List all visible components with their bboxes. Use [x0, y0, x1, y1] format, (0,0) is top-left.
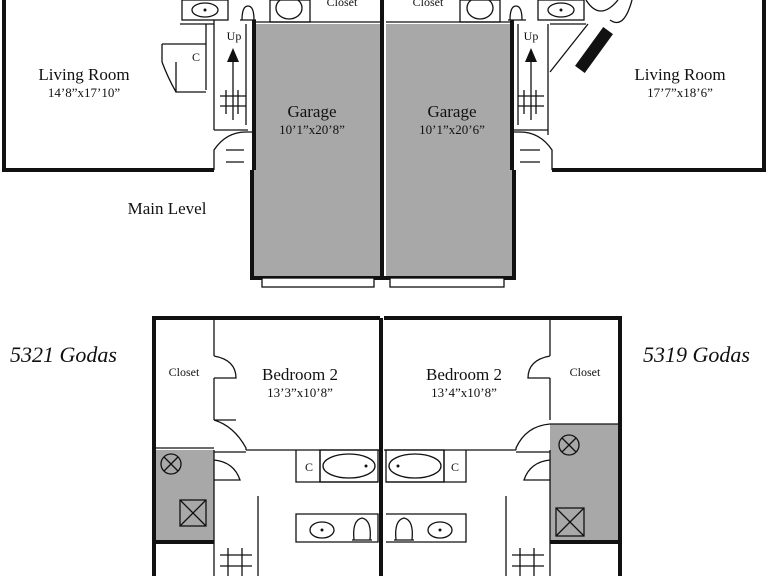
- upper-left-outer-walls: [152, 316, 380, 576]
- garage-door-left: [261, 277, 375, 288]
- upper-right-bedroom-name: Bedroom 2: [426, 365, 502, 384]
- upper-left-tub: [319, 449, 379, 483]
- upper-left-tub-drain: [364, 464, 368, 468]
- garage-left-dims: 10’1”x20’8”: [279, 122, 345, 137]
- garage-left-name: Garage: [287, 102, 336, 121]
- upper-right-closet-walls: [527, 318, 620, 425]
- left-stair-tread-marks: [220, 90, 246, 114]
- left-top-tub-basin: [275, 0, 303, 20]
- right-top-sink: [537, 0, 585, 21]
- left-small-closet-label: C: [192, 50, 200, 64]
- upper-right-bath-c-label: C: [451, 460, 459, 474]
- right-fireplace-hearth: [549, 23, 589, 73]
- upper-left-bedroom-dims: 13’3”x10’8”: [267, 385, 333, 400]
- garage-right-name: Garage: [427, 102, 476, 121]
- left-small-closet: [161, 43, 206, 93]
- upper-level: Closet C Closet C: [10, 316, 750, 576]
- left-stair-column: [180, 20, 248, 131]
- upper-left-bath-c-label: C: [305, 460, 313, 474]
- right-top-sink-drain: [559, 8, 563, 12]
- main-level: C Up Closet Up Closet: [2, 0, 766, 288]
- garage-right-floor: [386, 24, 512, 278]
- upper-right-stair-marks: [512, 548, 544, 576]
- living-room-left-walls: [2, 0, 214, 172]
- right-top-tub: [459, 0, 501, 23]
- upper-right-outer-walls: [384, 316, 622, 576]
- right-stair-arrowhead: [525, 48, 537, 62]
- garage-door-right: [389, 277, 505, 288]
- upper-right-tub: [385, 449, 445, 483]
- left-top-sink-drain: [203, 8, 207, 12]
- upper-left-closet-walls: [154, 318, 237, 449]
- left-top-toilet: [240, 5, 256, 21]
- upper-right-closet-label: Closet: [570, 365, 601, 379]
- upper-right-furnace-icon: [555, 507, 585, 537]
- main-level-label: Main Level: [128, 199, 207, 218]
- upper-right-sink: [427, 521, 453, 539]
- address-left: 5321 Godas: [10, 342, 117, 367]
- left-entry-door: [213, 131, 252, 170]
- upper-left-water-heater-icon: [160, 453, 182, 475]
- right-entry-door: [514, 131, 553, 170]
- upper-right-bedroom-dims: 13’4”x10’8”: [431, 385, 497, 400]
- left-stair-up-label: Up: [227, 29, 242, 43]
- left-top-closet-label: Closet: [327, 0, 358, 9]
- upper-left-hall-walls: [213, 449, 380, 576]
- upper-right-hall-walls: [384, 449, 551, 576]
- address-right: 5319 Godas: [643, 342, 750, 367]
- left-top-tub: [269, 0, 311, 23]
- living-room-right-name: Living Room: [634, 65, 725, 84]
- upper-right-tub-basin: [388, 453, 442, 479]
- right-stair-up-label: Up: [524, 29, 539, 43]
- upper-right-bedroom-door: [515, 423, 551, 481]
- upper-left-water-heater-cross: [163, 456, 179, 472]
- garage-left-floor: [254, 24, 380, 278]
- upper-left-sink: [309, 521, 335, 539]
- left-top-sink-basin: [191, 2, 219, 18]
- upper-left-toilet: [352, 517, 372, 541]
- upper-right-furnace-cross: [555, 507, 585, 537]
- upper-left-furnace-cross: [179, 499, 207, 527]
- mech-room-left: [154, 450, 214, 540]
- upper-left-stair-marks: [220, 548, 252, 576]
- living-room-left-dims: 14’8”x17’10”: [48, 85, 120, 100]
- living-room-right-dims: 17’7”x18’6”: [647, 85, 713, 100]
- upper-left-furnace-icon: [179, 499, 207, 527]
- left-top-sink: [181, 0, 229, 21]
- right-fireplace: [575, 27, 613, 73]
- right-stair-column: [514, 23, 586, 135]
- upper-right-toilet: [394, 517, 414, 541]
- upper-right-sink-drain: [438, 528, 442, 532]
- left-stair-arrowhead: [227, 48, 239, 62]
- upper-right-water-heater-cross: [561, 437, 577, 453]
- living-room-left-name: Living Room: [38, 65, 129, 84]
- right-top-sink-basin: [547, 2, 575, 18]
- upper-left-sink-drain: [320, 528, 324, 532]
- garage-right-dims: 10’1”x20’6”: [419, 122, 485, 137]
- right-top-closet-label: Closet: [413, 0, 444, 9]
- upper-right-water-heater-icon: [558, 434, 580, 456]
- right-top-toilet: [508, 5, 526, 21]
- upper-right-tub-drain: [396, 464, 400, 468]
- right-fireplace-outline: [585, 0, 633, 24]
- upper-left-bedroom-door: [213, 419, 247, 481]
- upper-left-bedroom-name: Bedroom 2: [262, 365, 338, 384]
- living-room-right-walls: [552, 0, 766, 172]
- right-stair-tread-marks: [518, 90, 544, 114]
- upper-left-closet-label: Closet: [169, 365, 200, 379]
- right-top-tub-basin: [466, 0, 494, 20]
- upper-left-tub-basin: [322, 453, 376, 479]
